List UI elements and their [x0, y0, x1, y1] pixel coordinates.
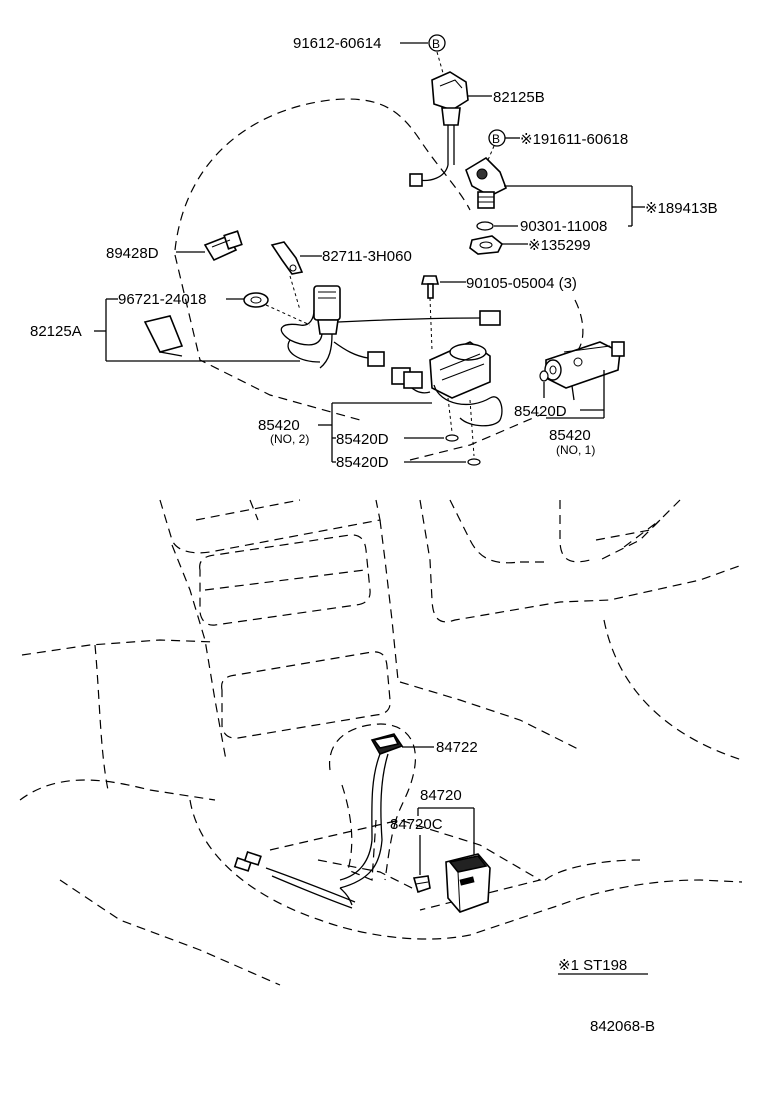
label-135299: ※135299: [528, 237, 591, 254]
label-89428D: 89428D: [106, 245, 159, 262]
switch-84720-icon: [445, 853, 491, 913]
dot-90105: [429, 297, 433, 351]
gasket-135299-icon: [469, 235, 504, 255]
oring-85420D-right-icon: [539, 370, 549, 382]
label-85420-left-sub: (NO, 2): [270, 432, 309, 446]
label-85420-left: 85420: [258, 417, 300, 434]
callout-b-icon: [428, 34, 446, 52]
label-91612-60614: 91612-60614: [293, 35, 381, 52]
bolt-90105-icon: [420, 275, 440, 299]
pad-icon: [143, 315, 184, 353]
sensor-89428D-icon: [203, 230, 243, 262]
label-84720C: 84720C: [390, 816, 443, 833]
label-90301-11008: 90301-11008: [520, 218, 607, 235]
oring-85420D-b-icon: [467, 458, 481, 466]
leader-85420D-right2: [571, 385, 575, 401]
bracket-82711-icon: [270, 241, 304, 275]
connector-82125B-icon: [409, 71, 469, 187]
wire-harness-82125A-icon: [280, 285, 501, 369]
dashboard-console-outline: [19, 499, 743, 986]
label-85420D-right: 85420D: [514, 403, 567, 420]
solenoid-85420-no1-icon: [544, 341, 625, 389]
label-85420-right-sub: (NO, 1): [556, 443, 595, 457]
pad-line: [159, 351, 183, 357]
dot-85420D-a: [447, 397, 453, 433]
label-85420D-b: 85420D: [336, 454, 389, 471]
sensor-189413B-icon: [465, 156, 508, 209]
label-84720: 84720: [420, 787, 462, 804]
oring-85420D-a-icon: [445, 434, 459, 442]
label-189413B: ※189413B: [645, 200, 718, 217]
label-191611-60618: ※191611-60618: [520, 131, 628, 148]
dot-191611: [487, 145, 495, 161]
dot-85420D-b: [469, 399, 475, 457]
floor-wiring-icon: [233, 851, 356, 909]
callout-b2-text: B: [492, 132, 500, 146]
label-82125A: 82125A: [30, 323, 82, 340]
label-90105-05004: 90105-05004 (3): [466, 275, 577, 292]
label-85420D-a: 85420D: [336, 431, 389, 448]
assembly-outline-right: [574, 299, 584, 351]
oring-90301-icon: [476, 221, 494, 231]
assembly-outline-left: [174, 254, 361, 421]
label-82125B: 82125B: [493, 89, 545, 106]
dot-82711: [289, 275, 301, 311]
label-84722: 84722: [436, 739, 478, 756]
dash-bottom-85420: [409, 414, 541, 461]
solenoid-85420-no2-icon: [391, 341, 503, 427]
switch-84722-icon: [339, 733, 404, 889]
label-82711-3H060: 82711-3H060: [322, 248, 412, 265]
note-st198: ※1 ST198: [558, 957, 627, 974]
label-96721-24018: 96721-24018: [118, 291, 206, 308]
figure-id: 842068-B: [590, 1018, 655, 1035]
shift-lever-icon: [329, 723, 417, 881]
dot-96721: [265, 304, 311, 326]
assembly-outline: [174, 98, 471, 251]
callout-b-text: B: [432, 37, 440, 51]
clip-84720C-icon: [412, 875, 431, 894]
label-85420-right: 85420: [549, 427, 591, 444]
